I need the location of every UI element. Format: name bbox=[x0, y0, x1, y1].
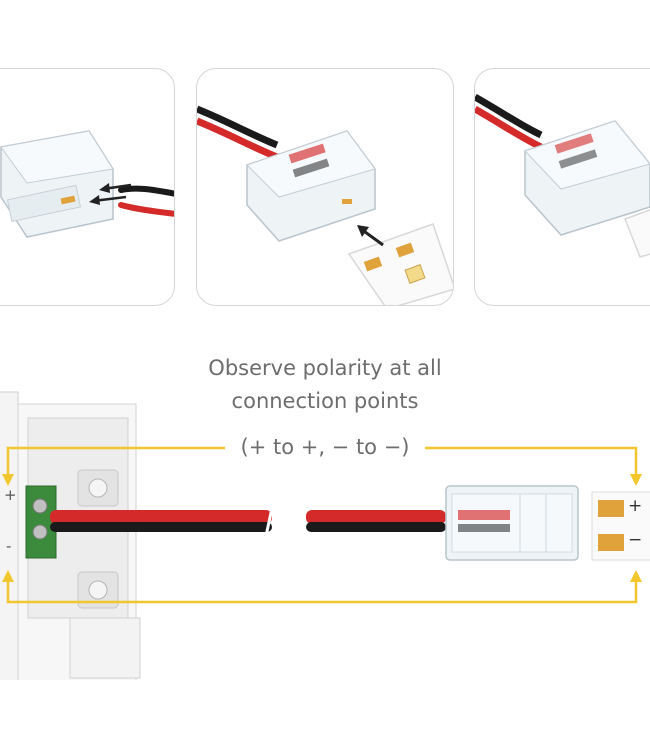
caption-line-1: Observe polarity at all bbox=[208, 356, 442, 380]
insertion-arrow-icon bbox=[357, 225, 384, 247]
connector-clip bbox=[524, 120, 650, 236]
polarity-caption: Observe polarity at all connection point… bbox=[130, 352, 520, 418]
led-strip bbox=[624, 209, 650, 258]
cable-left bbox=[50, 510, 272, 532]
wire-pair bbox=[197, 105, 279, 161]
driver-minus-label: - bbox=[6, 537, 12, 555]
insertion-arrow-icon bbox=[89, 183, 132, 205]
step-panel-insert-wire bbox=[0, 68, 175, 306]
driver-plus-label: + bbox=[4, 486, 17, 504]
led-strip bbox=[347, 223, 453, 305]
led-strip-end bbox=[591, 491, 650, 561]
strip-minus-label: − bbox=[628, 530, 643, 550]
connector-clip bbox=[246, 130, 376, 242]
cable-break bbox=[264, 507, 310, 537]
strip-insertion-illustration bbox=[197, 105, 453, 305]
copper-pad-plus bbox=[598, 500, 624, 517]
assembled-connector-illustration bbox=[475, 93, 650, 258]
terminal-block bbox=[25, 485, 57, 559]
copper-pad-minus bbox=[598, 534, 624, 551]
wire-pair bbox=[118, 185, 174, 217]
step-panel-insert-strip bbox=[196, 68, 454, 306]
connector-clip bbox=[0, 130, 114, 238]
led-chip bbox=[404, 264, 426, 284]
polarity-arrows bbox=[2, 474, 642, 582]
strip-plus-label: + bbox=[628, 496, 643, 516]
caption-line-2: connection points bbox=[231, 389, 419, 413]
power-driver bbox=[0, 391, 141, 680]
polarity-rule-text: (+ to +, − to −) bbox=[225, 432, 425, 462]
cable-right bbox=[306, 510, 446, 532]
wiring-diagram bbox=[0, 391, 650, 680]
connector-clip bbox=[445, 485, 579, 561]
wire-insertion-illustration bbox=[0, 130, 174, 238]
step-panel-assembled bbox=[474, 68, 650, 306]
wire-pair bbox=[475, 93, 543, 151]
